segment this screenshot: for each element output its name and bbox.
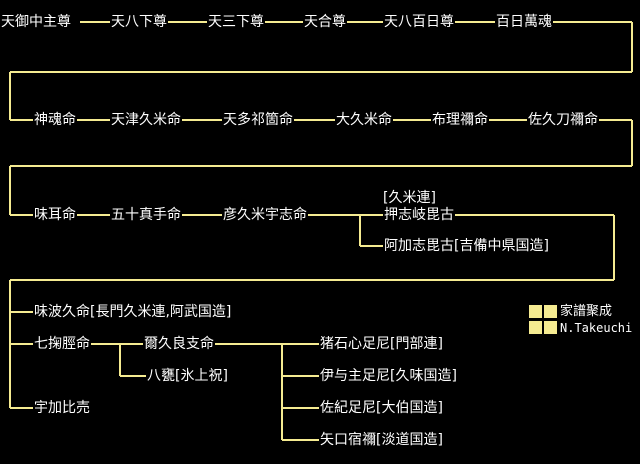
legend-square-icon — [544, 305, 557, 318]
node-kamimusubi[interactable]: 神魂命 — [33, 112, 77, 128]
node-okume[interactable]: 大久米命 — [335, 112, 393, 128]
node-amatsu-kume[interactable]: 天津久米命 — [110, 112, 182, 128]
legend-square-icon — [529, 305, 542, 318]
node-nanatsukahagi[interactable]: 七掬脛命 — [33, 336, 91, 352]
legend-square-icon — [544, 321, 557, 334]
node-ame-tahiko[interactable]: 天多祁箇命 — [222, 112, 294, 128]
legend-author: N.Takeuchi — [560, 321, 633, 335]
node-ame-yaoyobi[interactable]: 天八百日尊 — [383, 14, 455, 30]
node-ame-no-minakanushi[interactable]: 天御中主尊 — [0, 14, 72, 30]
node-furine[interactable]: 布理禰命 — [431, 112, 489, 128]
node-ajimimi[interactable]: 味耳命 — [33, 207, 77, 223]
node-ame-yakudari[interactable]: 天八下尊 — [110, 14, 168, 30]
legend-title: 家譜聚成 — [560, 304, 613, 319]
node-ame-mikudari[interactable]: 天三下尊 — [207, 14, 265, 30]
legend-square-icon — [529, 321, 542, 334]
node-ajihaku[interactable]: 味波久命[長門久米連,阿武国造] — [33, 304, 233, 320]
node-ukahime[interactable]: 宇加比売 — [33, 400, 91, 416]
node-isomate[interactable]: 五十真手命 — [110, 207, 182, 223]
clan-kume-muraji: [久米連] — [383, 190, 436, 206]
node-saki[interactable]: 佐紀足尼[大伯国造] — [319, 400, 444, 416]
node-hikokume-ushi[interactable]: 彦久米宇志命 — [222, 207, 308, 223]
node-iyonushi[interactable]: 伊与主足尼[久味国造] — [319, 368, 458, 384]
node-yaguchi[interactable]: 矢口宿禰[淡道国造] — [319, 432, 444, 448]
node-momoka-yorozutama[interactable]: 百日萬魂 — [495, 14, 553, 30]
node-akashi-biko[interactable]: 阿加志毘古[吉備中県国造] — [383, 238, 550, 254]
node-sakutone[interactable]: 佐久刀禰命 — [527, 112, 599, 128]
node-ame-ai[interactable]: 天合尊 — [303, 14, 347, 30]
node-iishigokoro[interactable]: 猪石心足尼[門部連] — [319, 336, 444, 352]
node-yakame[interactable]: 八甕[氷上祝] — [146, 368, 229, 384]
node-nikurashiki[interactable]: 爾久良支命 — [143, 336, 215, 352]
node-oshishiki-biko[interactable]: 押志岐毘古 — [383, 207, 455, 223]
